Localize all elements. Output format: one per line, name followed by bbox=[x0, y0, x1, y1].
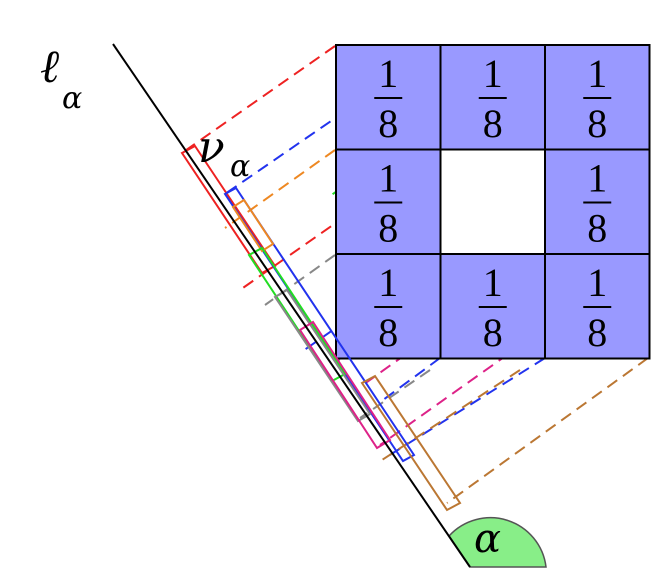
fraction-denominator: 8 bbox=[483, 101, 503, 146]
grid-cell bbox=[439, 148, 546, 255]
line-label-subscript: α bbox=[62, 81, 82, 116]
fraction-numerator: 1 bbox=[483, 260, 503, 305]
projection-line bbox=[379, 254, 649, 446]
grid-cell: 18 bbox=[335, 253, 442, 360]
fraction-denominator: 8 bbox=[378, 310, 398, 355]
fraction-denominator: 8 bbox=[587, 310, 607, 355]
projected-box bbox=[298, 320, 392, 450]
projection-line bbox=[446, 357, 649, 504]
measure-label-subscript: α bbox=[230, 149, 250, 184]
projection-line bbox=[181, 45, 336, 154]
fraction-numerator: 1 bbox=[378, 156, 398, 201]
fraction-denominator: 8 bbox=[587, 206, 607, 251]
angle-label: α bbox=[474, 516, 501, 562]
fraction-numerator: 1 bbox=[483, 51, 503, 96]
projected-box bbox=[360, 374, 462, 512]
fraction-denominator: 8 bbox=[587, 101, 607, 146]
grid-cell: 18 bbox=[544, 44, 651, 151]
grid-cell: 18 bbox=[544, 253, 651, 360]
fraction-denominator: 8 bbox=[378, 101, 398, 146]
fraction-denominator: 8 bbox=[483, 310, 503, 355]
fraction-denominator: 8 bbox=[378, 206, 398, 251]
projected-box bbox=[247, 246, 347, 383]
projection-line bbox=[382, 357, 441, 401]
line-label: ℓ bbox=[40, 39, 60, 93]
grid-cell-rect bbox=[439, 253, 546, 360]
projection-line bbox=[384, 357, 546, 459]
projection-line bbox=[224, 149, 336, 229]
fraction-numerator: 1 bbox=[587, 156, 607, 201]
projected-box bbox=[231, 198, 275, 253]
grid-cell: 18 bbox=[544, 148, 651, 255]
projection-line bbox=[359, 369, 431, 419]
measure-label: ν bbox=[198, 122, 225, 173]
line-l-alpha bbox=[112, 43, 471, 568]
projection-line bbox=[264, 254, 336, 306]
grid-cell-rect bbox=[439, 148, 546, 255]
grid-cell: 18 bbox=[439, 253, 546, 360]
grid-cell: 18 bbox=[439, 44, 546, 151]
grid-cell: 18 bbox=[335, 44, 442, 151]
fraction-numerator: 1 bbox=[378, 260, 398, 305]
fraction-numerator: 1 bbox=[587, 260, 607, 305]
grid-cell: 18 bbox=[335, 148, 442, 255]
fraction-numerator: 1 bbox=[378, 51, 398, 96]
angle-sector bbox=[448, 516, 547, 568]
fraction-numerator: 1 bbox=[587, 51, 607, 96]
projection-line bbox=[381, 369, 521, 461]
